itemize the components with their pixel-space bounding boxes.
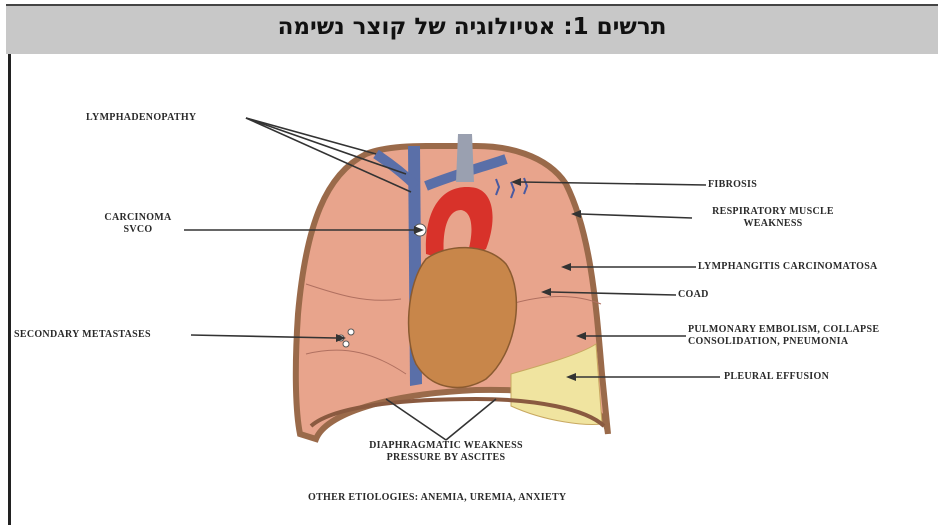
figure-frame: תרשים 1: אטיולוגיה של קוצר נשימה [6, 4, 938, 525]
label-diaphragmatic-line2: PRESSURE BY ASCITES [346, 452, 546, 464]
figure-title: תרשים 1: אטיולוגיה של קוצר נשימה [6, 14, 938, 40]
label-pulmonary-line2: CONSOLIDATION, PNEUMONIA [688, 336, 879, 348]
label-lymphangitis: LYMPHANGITIS CARCINOMATOSA [698, 261, 878, 273]
label-pulmonary: PULMONARY EMBOLISM, COLLAPSE CONSOLIDATI… [688, 324, 879, 348]
label-other-etiologies: OTHER ETIOLOGIES: ANEMIA, UREMIA, ANXIET… [308, 492, 566, 504]
label-lymphadenopathy: LYMPHADENOPATHY [86, 112, 196, 124]
label-carcinoma-line1: CARCINOMA [92, 212, 184, 224]
label-pleural-effusion: PLEURAL EFFUSION [724, 371, 829, 383]
chest-diagram: LYMPHADENOPATHY CARCINOMA SVCO SECONDARY… [6, 54, 938, 525]
figure-header: תרשים 1: אטיולוגיה של קוצר נשימה [6, 4, 938, 54]
label-coad: COAD [678, 289, 709, 301]
label-diaphragmatic-line1: DIAPHRAGMATIC WEAKNESS [346, 440, 546, 452]
label-secondary-metastases: SECONDARY METASTASES [14, 329, 151, 341]
label-carcinoma: CARCINOMA SVCO [92, 212, 184, 236]
label-respiratory-muscle-line1: RESPIRATORY MUSCLE [688, 206, 858, 218]
label-carcinoma-line2: SVCO [92, 224, 184, 236]
label-respiratory-muscle-line2: WEAKNESS [688, 218, 858, 230]
label-respiratory-muscle: RESPIRATORY MUSCLE WEAKNESS [688, 206, 858, 230]
label-diaphragmatic: DIAPHRAGMATIC WEAKNESS PRESSURE BY ASCIT… [346, 440, 546, 464]
label-fibrosis: FIBROSIS [708, 179, 757, 191]
label-pulmonary-line1: PULMONARY EMBOLISM, COLLAPSE [688, 324, 879, 336]
